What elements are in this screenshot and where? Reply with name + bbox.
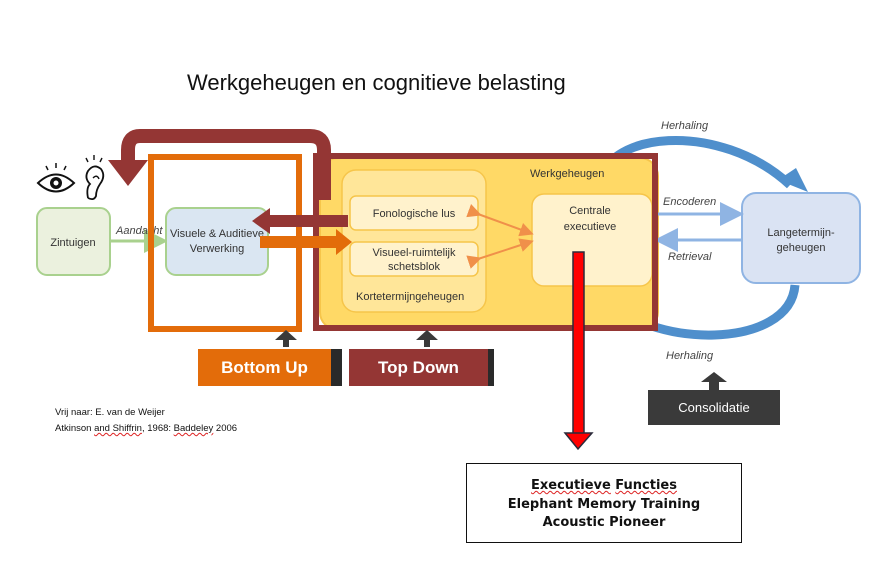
centrale-executieve-label-1: Centrale: [569, 205, 611, 217]
visueel-ruimtelijk-label-1: Visueel-ruimtelijk: [373, 247, 456, 259]
top-down-feedback-arrow: [108, 129, 331, 200]
consolidatie-up-arrow: [701, 372, 727, 390]
aandacht-label: Aandacht: [115, 225, 163, 237]
kortetermijn-label: Kortetermijngeheugen: [356, 291, 464, 303]
top-down-up-arrow: [416, 330, 438, 347]
ref-year-1: , 1968:: [141, 423, 174, 434]
herhaling-bottom-label: Herhaling: [666, 350, 714, 362]
executive-functions-box: Executieve Functies Elephant Memory Trai…: [466, 463, 742, 543]
encoderen-label: Encoderen: [663, 196, 716, 208]
ear-icon: [85, 155, 105, 201]
ref-author-3: Baddeley: [173, 423, 214, 434]
langetermijn-box: [741, 192, 861, 284]
consolidatie-label: Consolidatie: [648, 390, 780, 425]
exec-line-3: Acoustic Pioneer: [542, 515, 666, 530]
reference-line-1: Vrij naar: E. van de Weijer: [55, 407, 165, 418]
ref-author-1: Atkinson: [55, 423, 92, 434]
ref-author-2: and Shiffrin: [94, 423, 142, 434]
visueel-ruimtelijk-label-2: schetsblok: [388, 261, 440, 273]
bottom-up-horizontal-arrow: [260, 229, 352, 255]
bottom-up-up-arrow: [275, 330, 297, 347]
zintuigen-box: [36, 207, 111, 276]
langetermijn-label-2: geheugen: [777, 242, 826, 254]
werkgeheugen-label: Werkgeheugen: [530, 168, 604, 180]
zintuigen-label: Zintuigen: [50, 237, 95, 249]
herhaling-top-label: Herhaling: [661, 120, 709, 132]
exec-line-1: Executieve Functies: [531, 476, 677, 494]
executive-functions-arrow: [563, 251, 594, 451]
top-down-label: Top Down: [349, 349, 488, 386]
fonologische-centrale-arrow: [466, 203, 534, 237]
fonologische-lus-label: Fonologische lus: [373, 208, 456, 220]
retrieval-label: Retrieval: [668, 251, 712, 263]
verwerking-label-2: Verwerking: [190, 243, 244, 255]
exec-word-1: Executieve: [531, 478, 611, 493]
verwerking-box: [165, 207, 269, 276]
top-down-horizontal-arrow: [252, 208, 348, 234]
bottom-up-label: Bottom Up: [198, 349, 331, 386]
eye-icon: [36, 163, 76, 193]
ref-year-2: 2006: [213, 423, 238, 434]
langetermijn-label-1: Langetermijn-: [767, 227, 835, 239]
exec-word-2: Functies: [615, 478, 677, 493]
exec-line-2: Elephant Memory Training: [507, 497, 701, 512]
verwerking-label-1: Visuele & Auditieve: [170, 228, 264, 240]
visueel-centrale-arrow: [466, 238, 534, 269]
page-title: Werkgeheugen en cognitieve belasting: [187, 70, 566, 95]
centrale-executieve-label-2: executieve: [564, 221, 617, 233]
reference-line-2: Atkinson and Shiffrin, 1968: Baddeley 20…: [55, 423, 237, 434]
